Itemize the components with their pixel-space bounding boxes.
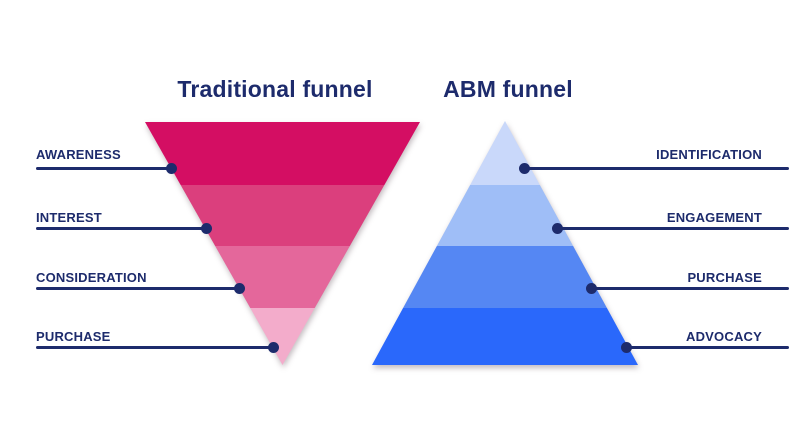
traditional-band-awareness	[145, 122, 420, 185]
traditional-funnel	[145, 122, 420, 365]
connector-dot-consideration	[234, 283, 245, 294]
connector-dot-purchase-left	[268, 342, 279, 353]
abm-funnel	[372, 121, 638, 365]
label-purchase-right: PURCHASE	[687, 270, 762, 285]
connector-line-advocacy	[626, 346, 789, 349]
connector-dot-identification	[519, 163, 530, 174]
label-awareness: AWARENESS	[36, 147, 121, 162]
traditional-funnel-title: Traditional funnel	[177, 76, 373, 102]
label-engagement: ENGAGEMENT	[666, 210, 762, 225]
connector-line-awareness	[36, 167, 171, 170]
connector-line-purchase-left	[36, 346, 273, 349]
connector-dot-awareness	[166, 163, 177, 174]
connector-line-interest	[36, 227, 206, 230]
connector-dot-advocacy	[621, 342, 632, 353]
label-identification: IDENTIFICATION	[656, 147, 762, 162]
connector-dot-interest	[201, 223, 212, 234]
connector-dot-engagement	[552, 223, 563, 234]
label-advocacy: ADVOCACY	[686, 329, 762, 344]
label-consideration: CONSIDERATION	[36, 270, 147, 285]
abm-funnel-title: ABM funnel	[443, 76, 573, 102]
label-purchase-left: PURCHASE	[36, 329, 111, 344]
connector-line-purchase-right	[591, 287, 789, 290]
connector-line-consideration	[36, 287, 239, 290]
connector-line-engagement	[557, 227, 789, 230]
connector-dot-purchase-right	[586, 283, 597, 294]
label-interest: INTEREST	[36, 210, 102, 225]
connector-line-identification	[524, 167, 789, 170]
abm-band-advocacy	[372, 308, 638, 365]
